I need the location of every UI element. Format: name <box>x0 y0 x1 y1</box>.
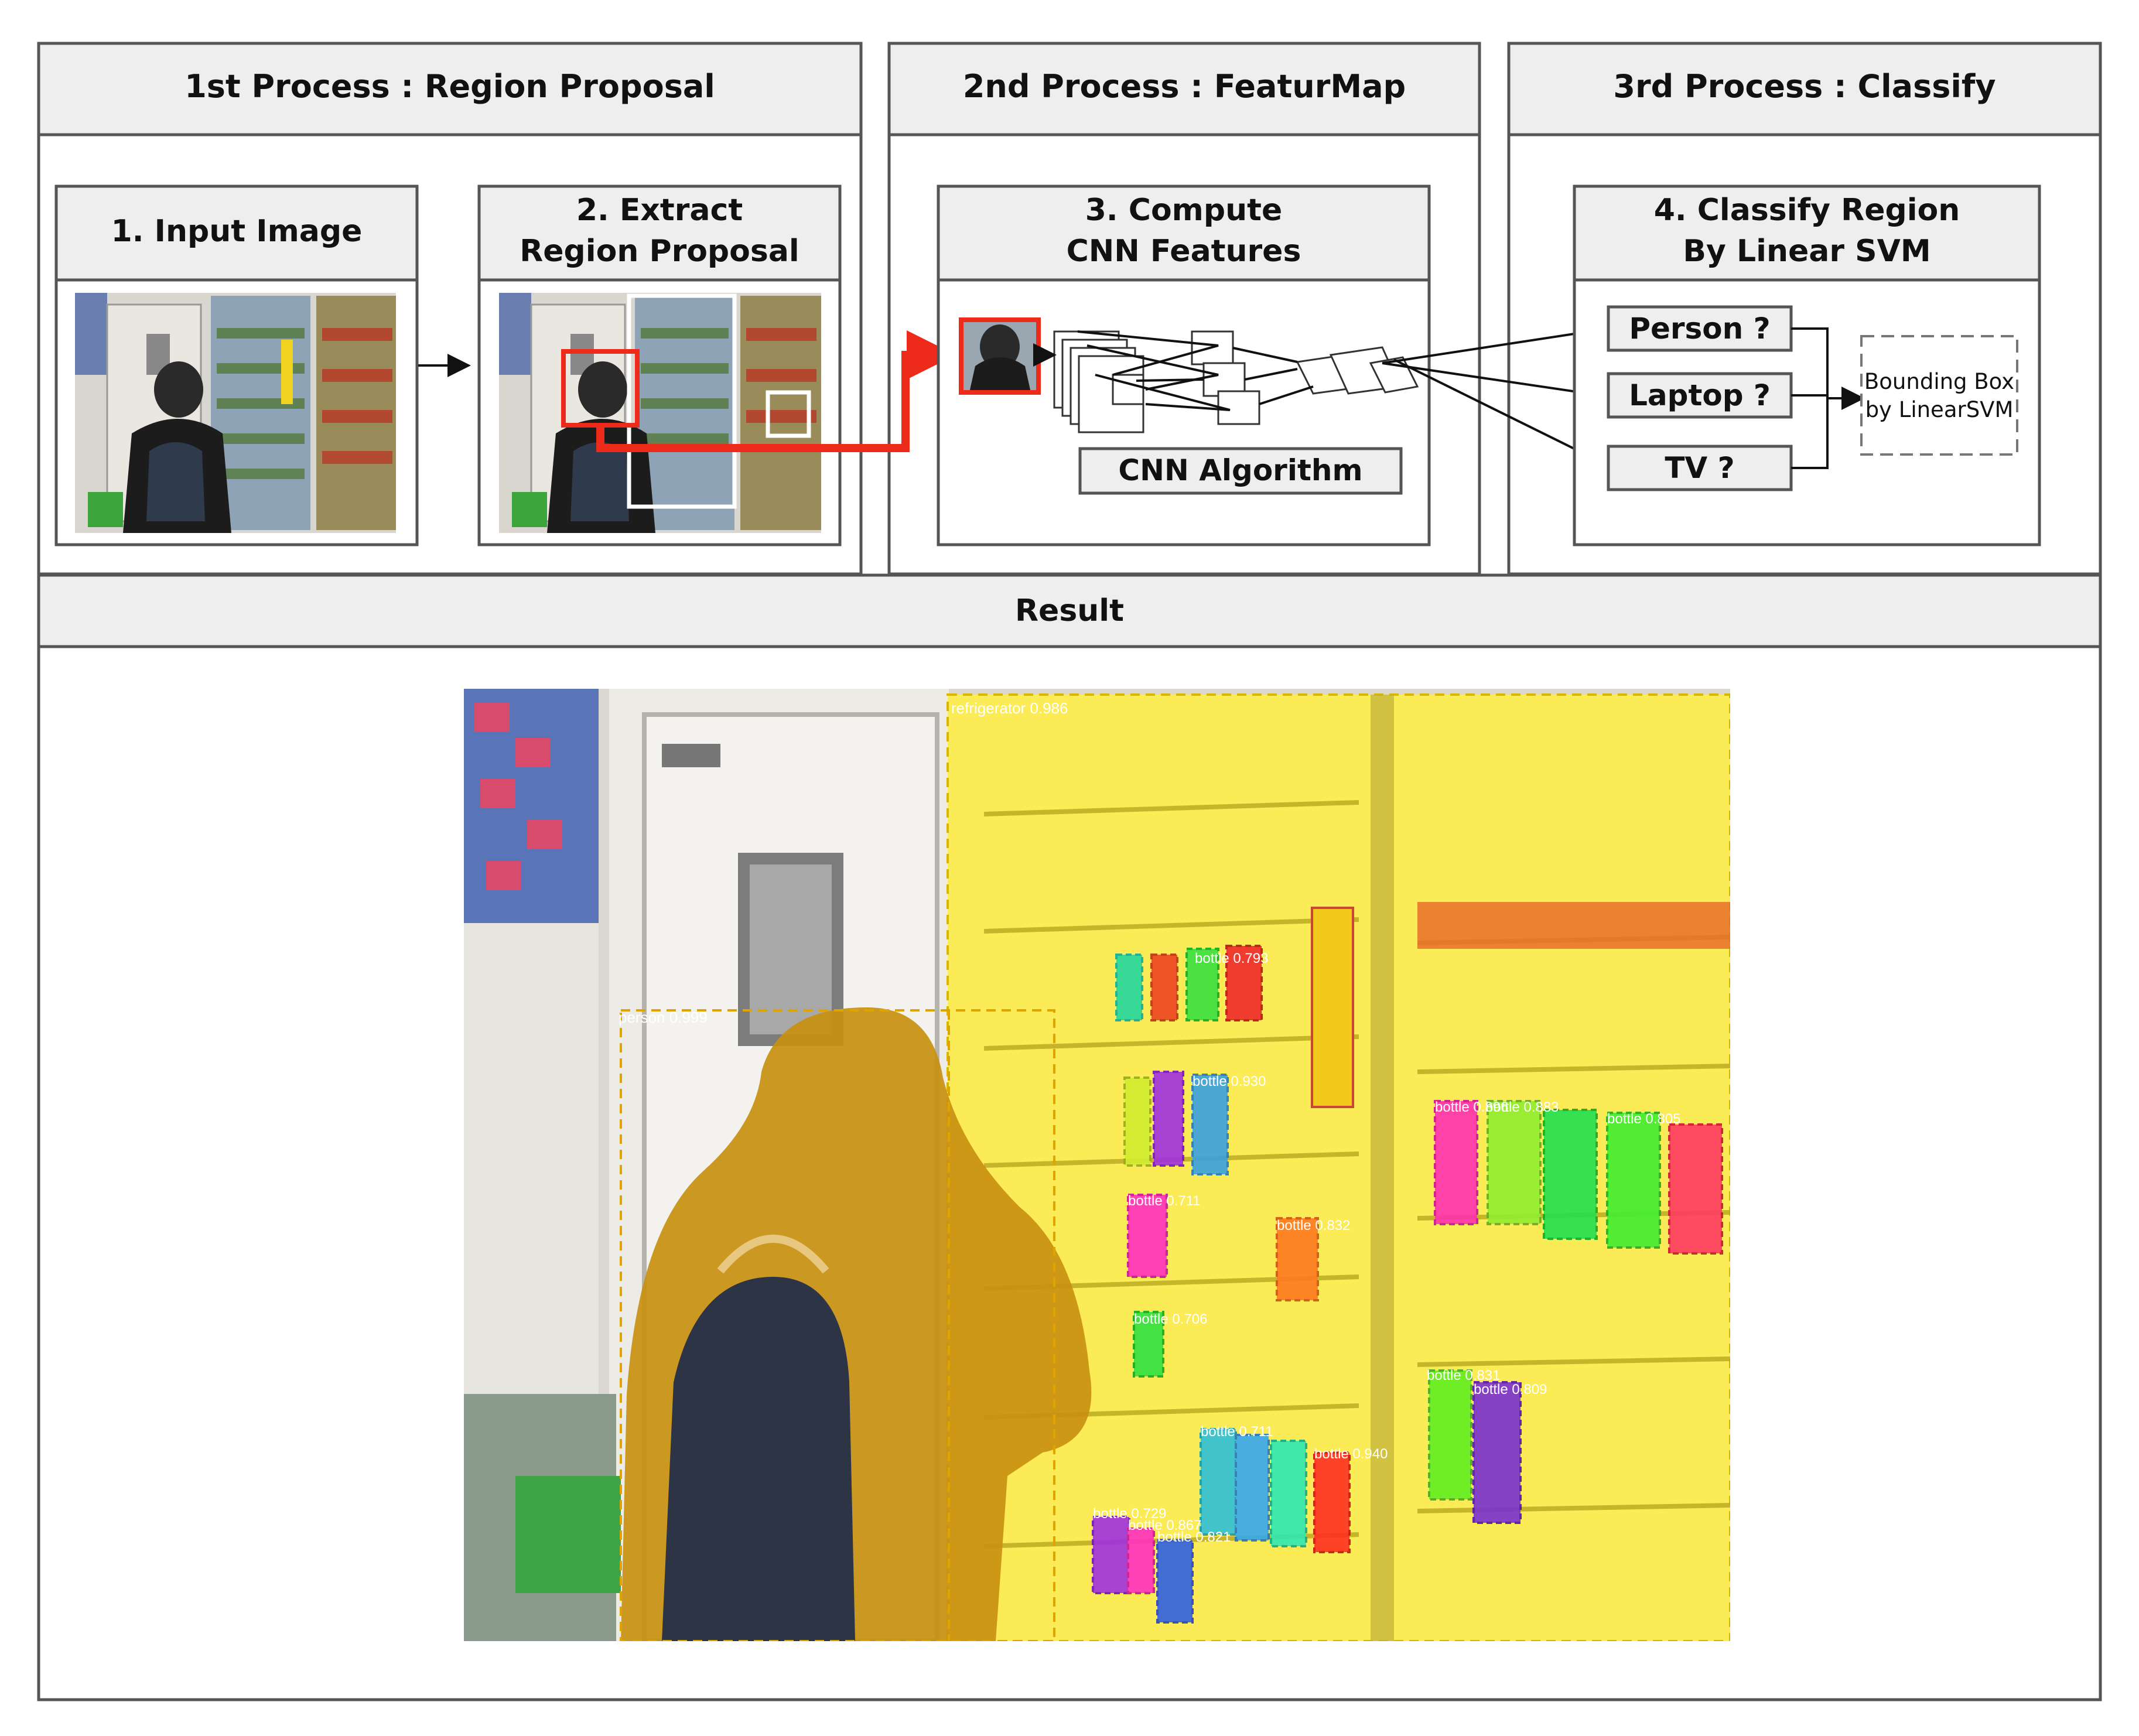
bounding-box-output <box>1860 335 2018 456</box>
detection-label: bottle 0.706 <box>1134 1311 1207 1327</box>
detection-label: bottle 0.711 <box>1128 1193 1201 1209</box>
proposal-box-refrigerator <box>627 293 737 509</box>
proposal-to-cnn-arrow <box>596 330 956 452</box>
detection-label: bottle 0.805 <box>1607 1111 1680 1127</box>
detection-label: bottle 0.831 <box>1427 1368 1500 1383</box>
detection-label: refrigerator 0.986 <box>951 699 1068 717</box>
bounding-box-line2: by LinearSVM <box>1865 397 2014 422</box>
bounding-box-line1: Bounding Box <box>1864 369 2014 394</box>
detection-label: bottle 0.793 <box>1195 951 1268 966</box>
bottle-masks <box>1092 945 1723 1624</box>
person-mask <box>621 1007 1092 1641</box>
step-extract-region-proposal: 2. Extract Region Proposal <box>477 184 842 546</box>
detection-label: bottle 0.711 <box>1201 1424 1273 1440</box>
result-title: Result <box>1015 593 1124 628</box>
step-1-label: 1. Input Image <box>111 214 363 249</box>
cnn-algorithm-label: CNN Algorithm <box>1118 453 1362 487</box>
svg-text:TV ?: TV ? <box>1665 451 1734 485</box>
step-4-label-line2: By Linear SVM <box>1683 234 1930 269</box>
class-box-tv: TV ? <box>1607 445 1793 491</box>
svg-text:Person ?: Person ? <box>1629 312 1770 346</box>
step-2-label-line1: 2. Extract <box>576 193 743 228</box>
step-3-label-line1: 3. Compute <box>1085 193 1282 228</box>
detection-label: bottle 0.930 <box>1192 1074 1266 1089</box>
step-input-image: 1. Input Image <box>54 184 419 546</box>
step-4-label-line1: 4. Classify Region <box>1654 193 1960 228</box>
shopping-basket <box>515 1476 621 1593</box>
detection-label: bottle 0.832 <box>1277 1218 1350 1233</box>
proposal-box-bottle <box>766 390 811 438</box>
input-photo-thumbnail <box>75 293 396 533</box>
step-classify-region: 4. Classify Region By Linear SVM Person … <box>1573 184 2041 546</box>
detection-label: bottle 0.867 <box>1128 1518 1201 1533</box>
proposal-photo-thumbnail <box>499 293 821 533</box>
detection-label: bottle 0.821 <box>1157 1529 1231 1545</box>
stage-2-title: 2nd Process : FeaturMap <box>963 68 1406 105</box>
cropped-region-thumbnail <box>959 317 1041 395</box>
step-2-label-line2: Region Proposal <box>520 234 799 269</box>
detection-label: bottle 0.896 <box>1435 1099 1508 1115</box>
detection-label: bottle 0.809 <box>1474 1382 1547 1397</box>
svg-text:Laptop ?: Laptop ? <box>1629 378 1771 412</box>
detection-label: bottle 0.729 <box>1093 1506 1166 1522</box>
class-merge-connector <box>1791 327 1865 469</box>
stage-1-title: 1st Process : Region Proposal <box>184 68 715 105</box>
detection-label: bottle 0.940 <box>1314 1446 1388 1462</box>
step-compute-cnn-features: 3. Compute CNN Features <box>937 184 1431 546</box>
detection-label: bottle 0.883 <box>1485 1099 1559 1115</box>
feature-to-class-arrows <box>1382 320 1607 465</box>
detection-labels: refrigerator 0.986 person 0.999 bottle 0… <box>619 699 1680 1545</box>
class-box-person: Person ? <box>1607 305 1793 352</box>
class-box-laptop: Laptop ? <box>1607 372 1793 419</box>
detection-label: person 0.999 <box>619 1009 708 1026</box>
cnn-algorithm-box <box>1078 447 1403 495</box>
result-detection-image: refrigerator 0.986 person 0.999 bottle 0… <box>464 689 1730 1641</box>
cnn-network-diagram <box>1033 330 1419 433</box>
step-3-label-line2: CNN Features <box>1067 234 1301 269</box>
stage-3-title: 3rd Process : Classify <box>1613 68 1996 105</box>
